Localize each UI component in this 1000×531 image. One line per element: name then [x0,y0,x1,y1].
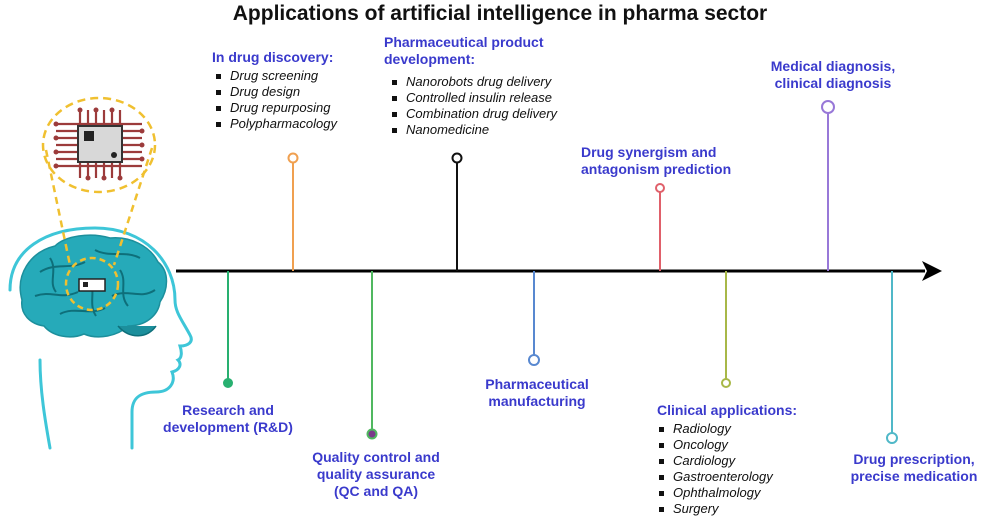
brain-chip-icon [78,278,106,292]
cerebellum-icon [117,325,157,337]
manufacturing-connector-dot [528,354,540,366]
heading-line: development (R&D) [163,419,293,435]
product-development-connector-dot [451,152,463,164]
list-item: Cardiology [657,453,773,469]
heading-line: Pharmaceutical product [384,34,544,50]
drug-discovery-heading: In drug discovery: [212,49,334,65]
heading-line: precise medication [850,468,978,484]
list-item: Surgery [657,501,773,517]
prescription-heading: Drug prescription,precise medication [834,451,994,485]
list-item: Oncology [657,437,773,453]
synergism-connector-dot [655,183,665,193]
heading-line: Research and [182,402,274,418]
zoom-line-right [112,147,154,266]
timeline-arrowhead [922,261,942,281]
brain-head-illustration [8,96,193,450]
list-item: Drug repurposing [214,100,337,116]
list-item: Radiology [657,421,773,437]
list-item: Polypharmacology [214,116,337,132]
heading-line: (QC and QA) [334,483,418,499]
zoom-line-left [44,149,72,266]
heading-line: manufacturing [488,393,586,409]
diagnosis-heading: Medical diagnosis,clinical diagnosis [758,58,908,92]
list-item: Combination drug delivery [390,106,557,122]
list-item: Nanomedicine [390,122,557,138]
heading-line: development: [384,51,476,67]
heading-line: Medical diagnosis, [770,58,896,74]
research-connector-dot [223,378,233,388]
quality-connector-dot [366,428,378,440]
clinical-connector-dot [721,378,731,388]
heading-line: Quality control and [312,449,440,465]
heading-line: Drug synergism and [581,144,717,160]
list-item: Controlled insulin release [390,90,557,106]
diagram-title: Applications of artificial intelligence … [232,2,768,25]
head-outline-icon [8,226,193,450]
list-item: Ophthalmology [657,485,773,501]
heading-line: quality assurance [316,466,436,482]
list-item: Nanorobots drug delivery [390,74,557,90]
diagnosis-connector-dot [821,100,835,114]
prescription-connector-dot [886,432,898,444]
clinical-heading: Clinical applications: [657,402,798,418]
heading-line: Pharmaceutical [485,376,589,392]
drug-discovery-connector-dot [287,152,299,164]
chip-pin-dots [53,107,145,181]
list-item: Gastroenterology [657,469,773,485]
heading-line: clinical diagnosis [774,75,892,91]
zoom-ellipse [41,96,157,194]
list-item: Drug screening [214,68,337,84]
brain-chip-highlight [64,256,120,312]
heading-line: antagonism prediction [581,161,732,177]
list-item: Drug design [214,84,337,100]
connectors [223,100,898,444]
heading-line: Drug prescription, [853,451,975,467]
